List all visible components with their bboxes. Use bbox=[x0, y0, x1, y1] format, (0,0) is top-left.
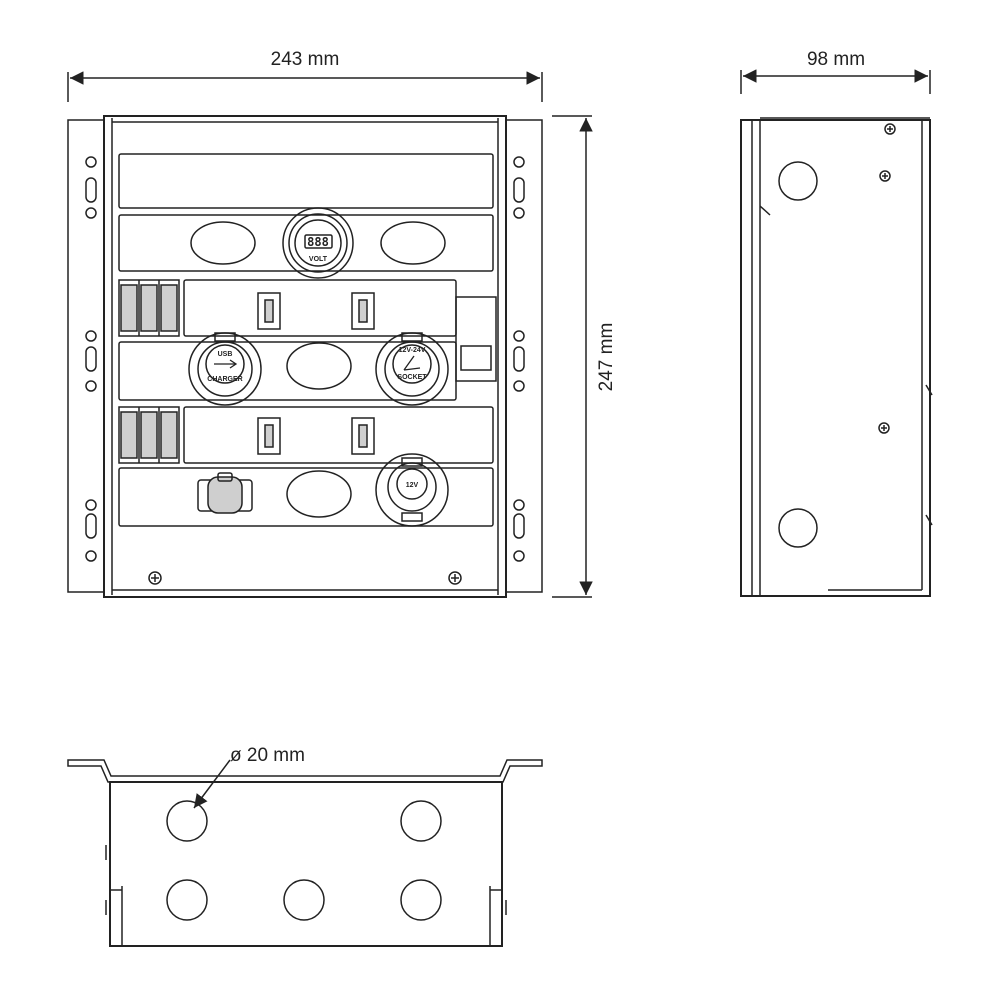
usb-sub-label: CHARGER bbox=[207, 376, 242, 383]
blank-plug-bottom bbox=[286, 470, 352, 518]
height-dimension: 247 mm bbox=[552, 115, 617, 598]
socket-12v: 12V bbox=[375, 453, 449, 527]
voltmeter-digits: 888 bbox=[307, 235, 329, 249]
panel-voltmeter-row: 888 VOLT bbox=[118, 207, 494, 279]
width-dimension: 243 mm bbox=[67, 49, 543, 102]
panel-12v-row: 12V bbox=[118, 453, 494, 527]
socket-12-24v: 12V-24V SOCKET bbox=[375, 332, 449, 406]
depth-label: 98 mm bbox=[807, 49, 865, 70]
enclosure-body bbox=[103, 115, 507, 598]
fuse-holder-1b bbox=[351, 292, 375, 330]
height-label: 247 mm bbox=[596, 323, 617, 392]
hole-diameter-callout: ø 20 mm bbox=[193, 745, 305, 809]
side-view: 98 mm bbox=[740, 49, 933, 597]
bottom-screws bbox=[148, 571, 462, 585]
side-screws bbox=[878, 123, 896, 434]
fuse-holder-2a bbox=[257, 417, 281, 455]
depth-dimension: 98 mm bbox=[740, 49, 931, 94]
breaker-row-1 bbox=[118, 279, 497, 382]
front-view: 243 mm 247 mm bbox=[67, 49, 617, 598]
voltmeter-gauge: 888 VOLT bbox=[282, 207, 354, 279]
hole-diameter-label: ø 20 mm bbox=[230, 745, 305, 766]
panel-usb-row: USB CHARGER 12V-24V SOCKET bbox=[118, 332, 457, 406]
usb-charger-socket: USB CHARGER bbox=[188, 332, 262, 406]
flange-holes bbox=[85, 156, 525, 562]
bottom-body bbox=[109, 781, 503, 947]
side-knockout-bottom bbox=[778, 508, 818, 548]
width-label: 243 mm bbox=[271, 49, 340, 70]
bottom-view: ø 20 mm bbox=[67, 745, 543, 947]
fuse-holder-1a bbox=[257, 292, 281, 330]
voltmeter-sub-label: VOLT bbox=[309, 256, 328, 263]
usb-label: USB bbox=[218, 351, 233, 358]
socket-24v-sub-label: SOCKET bbox=[397, 374, 427, 381]
blank-plug-middle bbox=[286, 342, 352, 390]
fuse-holder-2b bbox=[351, 417, 375, 455]
rocker-switch bbox=[197, 472, 253, 514]
side-knockout-top bbox=[778, 161, 818, 201]
blank-panel-top bbox=[118, 153, 494, 209]
bottom-flange-profile bbox=[67, 759, 543, 783]
breaker-row-2 bbox=[118, 406, 494, 464]
socket-24v-label: 12V-24V bbox=[399, 347, 426, 354]
bottom-knockouts bbox=[166, 800, 442, 921]
socket-12v-label: 12V bbox=[406, 482, 419, 489]
side-body bbox=[740, 119, 931, 597]
